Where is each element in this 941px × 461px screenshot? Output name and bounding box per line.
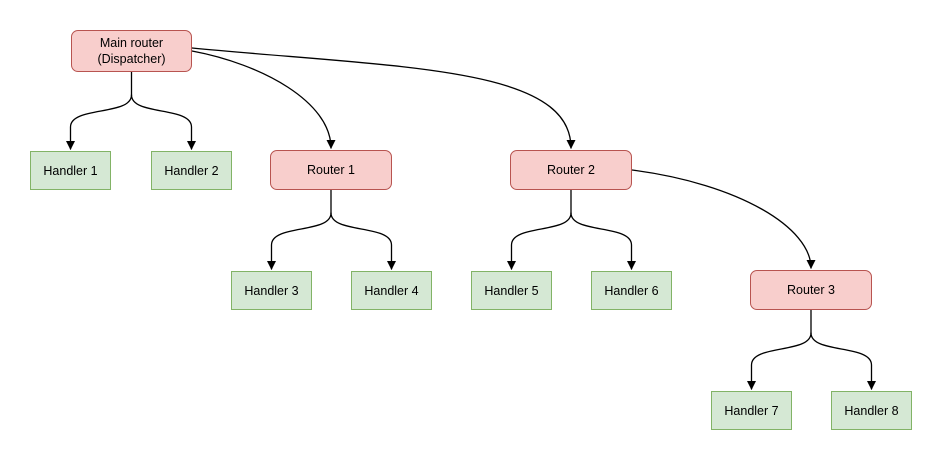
edge-router2-to-handler6 [570, 212, 636, 270]
node-handler-4-label: Handler 4 [364, 283, 419, 298]
edge-main-to-router1 [191, 50, 336, 149]
node-handler-2: Handler 2 [151, 151, 232, 190]
node-handler-1: Handler 1 [30, 151, 111, 190]
node-router-3: Router 3 [750, 270, 872, 310]
edge-router1-to-handler4 [330, 212, 396, 270]
node-router-1: Router 1 [270, 150, 392, 190]
node-main-router-label-line2: (Dispatcher) [97, 52, 166, 66]
node-handler-8: Handler 8 [831, 391, 912, 430]
node-handler-2-label: Handler 2 [164, 163, 219, 178]
edge-main-to-handler2 [130, 94, 196, 150]
node-handler-5: Handler 5 [471, 271, 552, 310]
node-handler-6-label: Handler 6 [604, 283, 659, 298]
node-handler-4: Handler 4 [351, 271, 432, 310]
node-handler-8-label: Handler 8 [844, 403, 899, 418]
node-handler-3-label: Handler 3 [244, 283, 299, 298]
node-handler-3: Handler 3 [231, 271, 312, 310]
edge-router3-to-handler7 [747, 332, 812, 390]
node-router-2-label: Router 2 [547, 163, 595, 177]
edge-router2-to-router3 [631, 169, 816, 269]
edge-main-to-router2 [191, 47, 576, 149]
edge-router3-to-handler8 [810, 332, 876, 390]
edge-router2-to-handler5 [507, 212, 572, 270]
node-router-3-label: Router 3 [787, 283, 835, 297]
node-handler-7: Handler 7 [711, 391, 792, 430]
node-handler-6: Handler 6 [591, 271, 672, 310]
edge-main-to-handler1 [66, 94, 133, 150]
node-handler-1-label: Handler 1 [43, 163, 98, 178]
node-handler-7-label: Handler 7 [724, 403, 779, 418]
node-main-router: Main router (Dispatcher) [71, 30, 192, 72]
node-router-1-label: Router 1 [307, 163, 355, 177]
edge-router1-to-handler3 [267, 212, 332, 270]
node-handler-5-label: Handler 5 [484, 283, 539, 298]
node-main-router-label-line1: Main router [99, 36, 164, 50]
node-router-2: Router 2 [510, 150, 632, 190]
